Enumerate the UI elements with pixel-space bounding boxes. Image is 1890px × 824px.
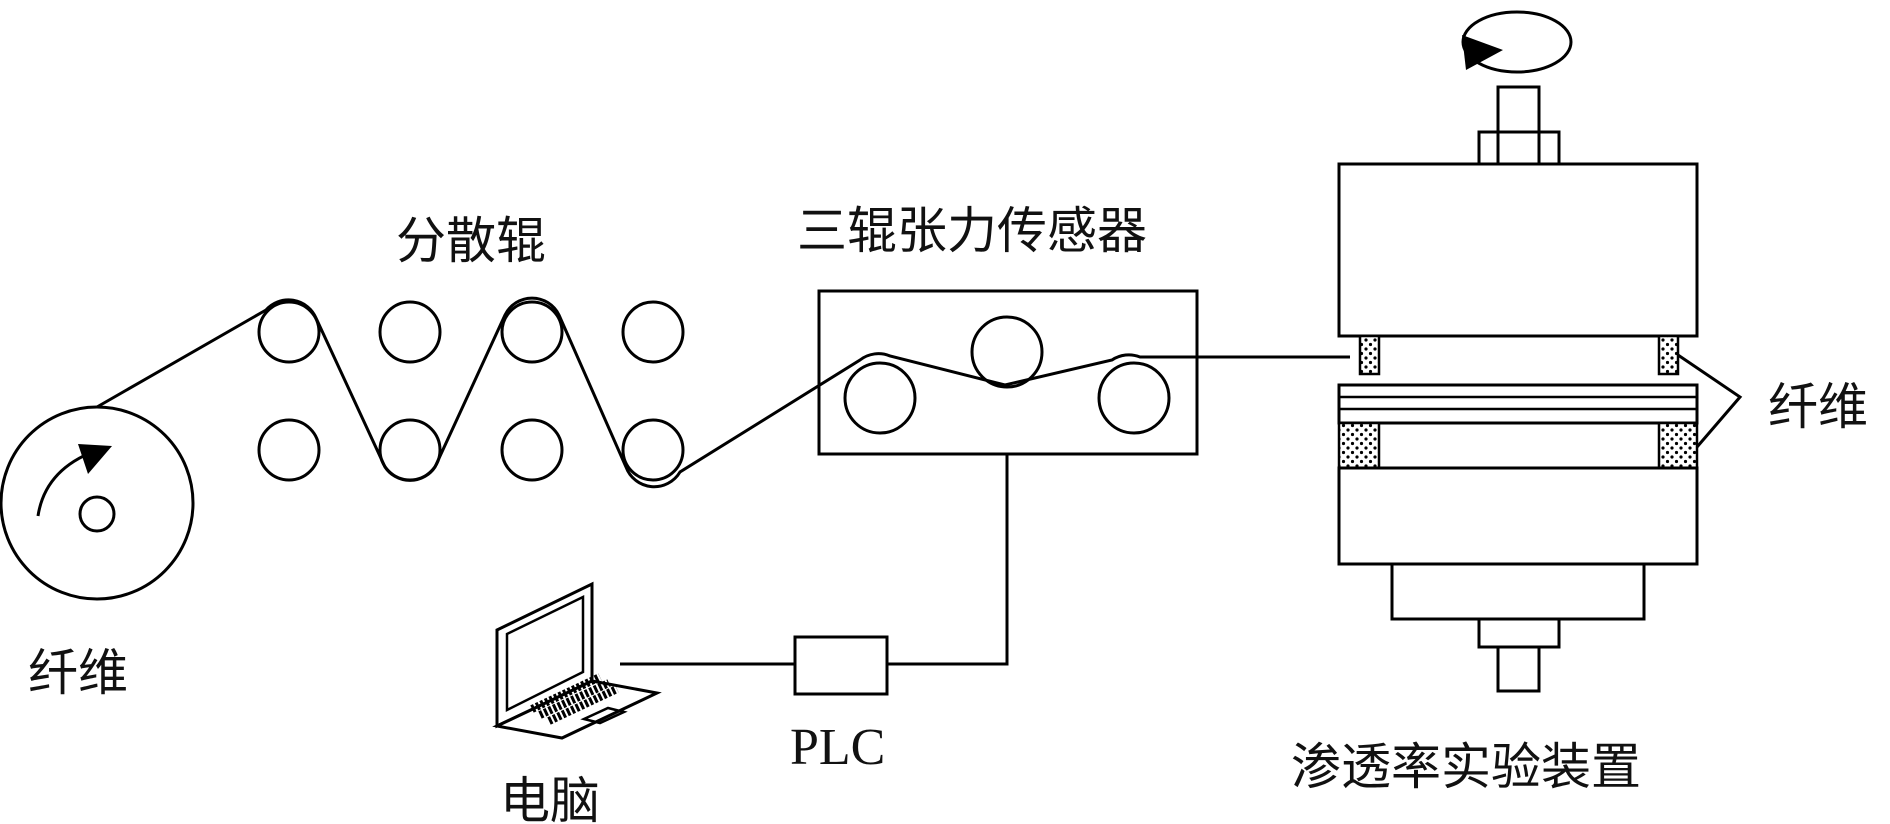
- laptop-touchpad: [580, 706, 628, 725]
- top-collar: [1477, 130, 1561, 166]
- laptop-keyboard-row-2: [538, 679, 611, 719]
- roller-bottom-1: [257, 418, 321, 482]
- dispersing-rollers: [257, 300, 685, 482]
- spool-hub: [78, 495, 116, 533]
- upper-left-fiber: [1358, 334, 1381, 376]
- sensor-roller-middle: [970, 315, 1044, 389]
- sensor-roller-left: [843, 361, 917, 435]
- middle-plate: [1337, 383, 1699, 425]
- permeability-device-label: 渗透率实验装置: [1291, 738, 1641, 796]
- upper-platen: [1337, 162, 1699, 338]
- lower-platen: [1337, 466, 1699, 566]
- upper-right-fiber: [1657, 334, 1680, 376]
- fiber-right-label: 纤维: [1768, 378, 1868, 436]
- tension-sensor-box: [817, 289, 1199, 456]
- sensor-roller-right: [1097, 361, 1171, 435]
- bottom-collar: [1477, 617, 1561, 649]
- fiber-spool: [0, 405, 195, 601]
- plc-box: [793, 635, 889, 696]
- roller-top-2: [378, 300, 442, 364]
- laptop-icon: [492, 581, 662, 740]
- dispersing-rollers-label: 分散辊: [396, 212, 546, 270]
- rotation-arrow-icon: [1462, 35, 1503, 70]
- roller-bottom-3: [500, 418, 564, 482]
- fiber-path: [96, 296, 1350, 489]
- plc-label: PLC: [790, 719, 885, 776]
- sensor-to-plc-cable: [887, 454, 1009, 666]
- base-block: [1390, 562, 1646, 621]
- computer-label: 电脑: [500, 772, 600, 824]
- tension-sensor-label: 三辊张力传感器: [797, 202, 1147, 260]
- roller-top-3: [500, 300, 564, 364]
- laptop-screen-inner: [505, 595, 585, 713]
- spool-outer-circle: [0, 405, 195, 601]
- fiber-spool-label: 纤维: [28, 644, 128, 702]
- bottom-shaft: [1496, 645, 1541, 693]
- tension-sensor: [817, 289, 1199, 456]
- lower-right-fiber: [1657, 421, 1699, 470]
- lower-left-fiber: [1337, 421, 1381, 470]
- laptop-keyboard-row-1: [530, 673, 602, 713]
- permeability-device: [1337, 10, 1699, 693]
- roller-bottom-4: [621, 418, 685, 482]
- fiber-callout-lines: [1677, 353, 1743, 448]
- rotation-arrow-icon: [78, 444, 112, 474]
- roller-top-1: [257, 300, 321, 364]
- roller-top-4: [621, 300, 685, 364]
- laptop-keyboard-row-3: [547, 685, 619, 725]
- top-shaft: [1496, 85, 1541, 166]
